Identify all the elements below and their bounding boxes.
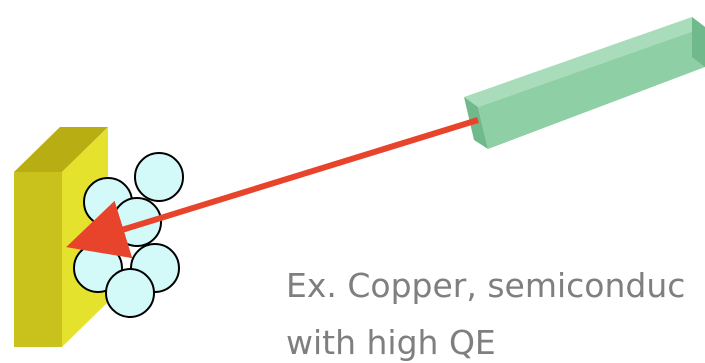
cathode-plate	[14, 127, 108, 347]
photon-arrow	[66, 117, 479, 259]
atom-circle	[134, 152, 184, 202]
laser-block-top	[464, 17, 705, 107]
atom-cluster	[73, 152, 184, 318]
photocathode-diagram	[14, 17, 705, 347]
atom-circle	[105, 268, 155, 318]
laser-beam-block	[464, 17, 705, 149]
caption-line-1: Ex. Copper, semiconduc	[286, 266, 686, 305]
cathode-plate-top	[14, 127, 108, 172]
laser-block-end	[692, 17, 705, 67]
caption-line-2: with high QE	[286, 323, 496, 362]
laser-block-body	[478, 27, 705, 149]
cathode-plate-side	[14, 172, 62, 347]
